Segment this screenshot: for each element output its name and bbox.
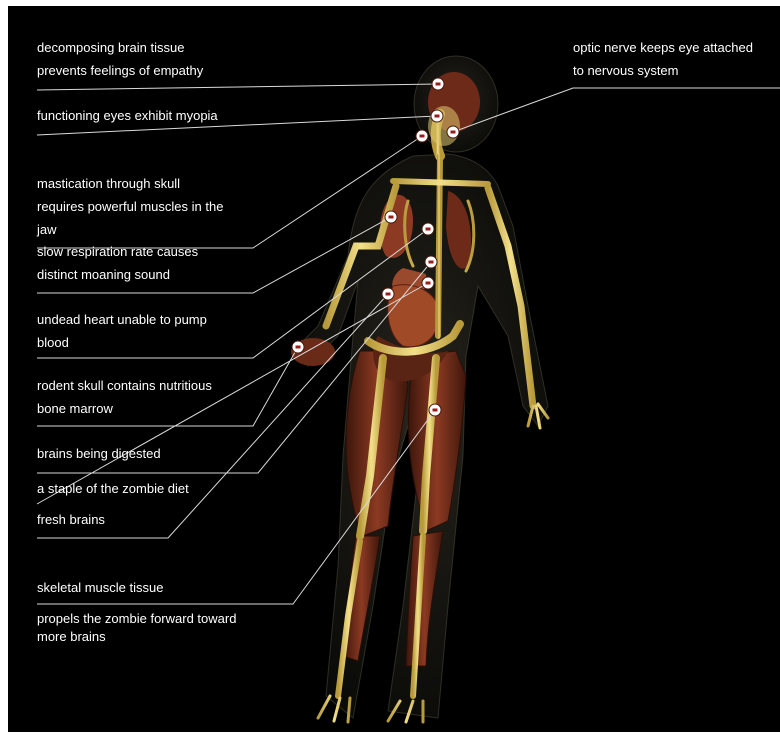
label-brain: decomposing brain tissue prevents feelin… xyxy=(37,36,203,82)
label-heart-line-1: undead heart unable to pump xyxy=(37,308,207,331)
label-fresh-line-1: fresh brains xyxy=(37,508,105,531)
label-staple: a staple of the zombie diet xyxy=(37,477,189,500)
label-propels-line-2: more brains xyxy=(37,628,236,646)
label-jaw: mastication through skull requires power… xyxy=(37,172,223,241)
label-propels-line-1: propels the zombie forward toward xyxy=(37,610,236,628)
label-heart-line-2: blood xyxy=(37,331,207,354)
label-respiration-line-2: distinct moaning sound xyxy=(37,263,198,286)
label-optic-line-2: to nervous system xyxy=(573,59,753,82)
label-digested-line-1: brains being digested xyxy=(37,442,161,465)
label-muscle: skeletal muscle tissue xyxy=(37,576,163,599)
label-eyes-line-1: functioning eyes exhibit myopia xyxy=(37,104,218,127)
label-rodent: rodent skull contains nutritious bone ma… xyxy=(37,374,212,420)
label-rodent-line-2: bone marrow xyxy=(37,397,212,420)
label-brain-line-1: decomposing brain tissue xyxy=(37,36,203,59)
label-muscle-line-1: skeletal muscle tissue xyxy=(37,576,163,599)
label-respiration-line-1: slow respiration rate causes xyxy=(37,240,198,263)
label-fresh: fresh brains xyxy=(37,508,105,531)
label-brain-line-2: prevents feelings of empathy xyxy=(37,59,203,82)
label-heart: undead heart unable to pump blood xyxy=(37,308,207,354)
anatomy-diagram: decomposing brain tissue prevents feelin… xyxy=(8,6,780,732)
label-jaw-line-3: jaw xyxy=(37,218,223,241)
label-respiration: slow respiration rate causes distinct mo… xyxy=(37,240,198,286)
label-jaw-line-1: mastication through skull xyxy=(37,172,223,195)
label-optic: optic nerve keeps eye attached to nervou… xyxy=(573,36,753,82)
label-propels: propels the zombie forward toward more b… xyxy=(37,610,236,646)
skull xyxy=(428,106,460,146)
label-optic-line-1: optic nerve keeps eye attached xyxy=(573,36,753,59)
label-eyes: functioning eyes exhibit myopia xyxy=(37,104,218,127)
label-rodent-line-1: rodent skull contains nutritious xyxy=(37,374,212,397)
label-staple-line-1: a staple of the zombie diet xyxy=(37,477,189,500)
label-digested: brains being digested xyxy=(37,442,161,465)
label-jaw-line-2: requires powerful muscles in the xyxy=(37,195,223,218)
